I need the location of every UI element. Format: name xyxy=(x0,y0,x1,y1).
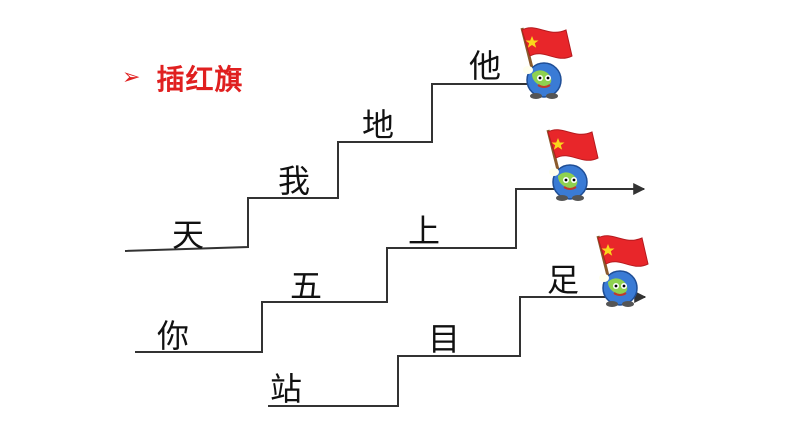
step-char: 地 xyxy=(362,106,395,144)
step-char: 你 xyxy=(157,317,190,355)
step-char: 他 xyxy=(469,47,502,85)
stair-line-3 xyxy=(268,291,647,407)
step-char: 天 xyxy=(172,216,205,254)
step-char: 上 xyxy=(408,212,441,250)
step-char: 五 xyxy=(290,267,323,305)
title-text: 插红旗 xyxy=(156,63,244,96)
step-char: 足 xyxy=(547,261,580,299)
flag-globe-icon xyxy=(546,128,600,203)
flag-globe-icon xyxy=(520,26,574,101)
step-char: 我 xyxy=(278,162,311,200)
step-char: 站 xyxy=(270,370,303,408)
bullet-arrow-icon: ➢ xyxy=(122,65,141,90)
step-char: 目 xyxy=(428,320,461,358)
stair-line-1 xyxy=(124,78,562,252)
stair-line-2 xyxy=(135,183,646,353)
slide-title: ➢ 插红旗 xyxy=(122,58,243,98)
